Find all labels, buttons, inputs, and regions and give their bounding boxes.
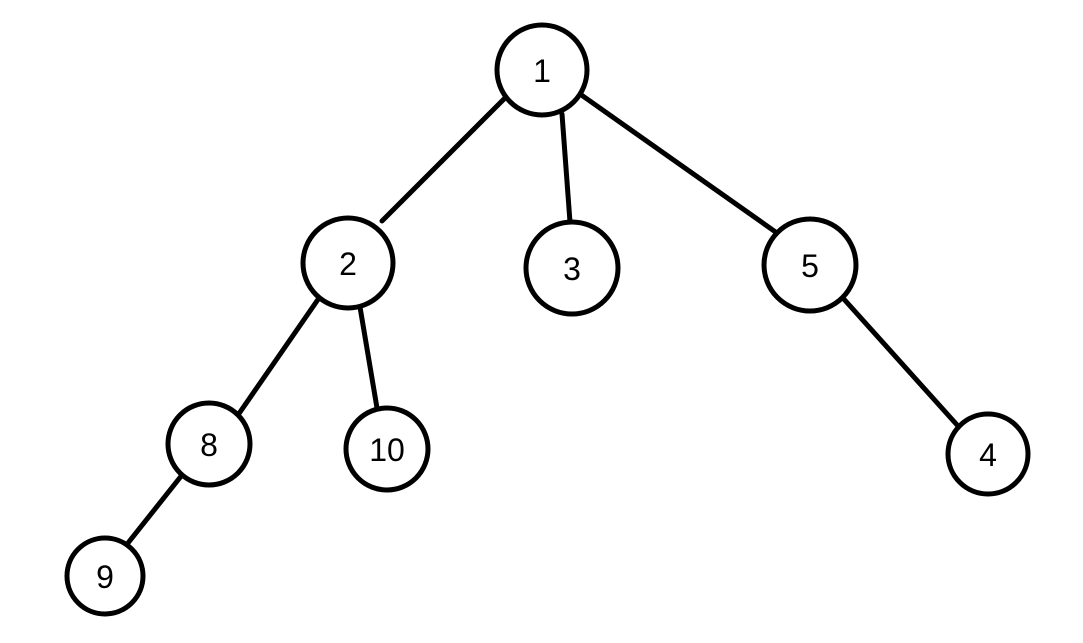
tree-node-8[interactable]: 8 [165, 400, 253, 488]
tree-node-circle-8[interactable] [165, 400, 253, 488]
tree-node-2[interactable]: 2 [300, 215, 396, 311]
tree-node-circle-3[interactable] [523, 219, 621, 317]
tree-edge-1-2 [379, 94, 509, 224]
tree-node-label-10: 10 [369, 432, 405, 468]
tree-node-label-8: 8 [200, 427, 218, 463]
tree-node-5[interactable]: 5 [761, 216, 859, 314]
tree-node-label-5: 5 [801, 248, 819, 284]
tree-node-label-3: 3 [563, 251, 581, 287]
tree-node-circle-1[interactable] [494, 22, 590, 118]
tree-node-circle-5[interactable] [761, 216, 859, 314]
tree-node-circle-4[interactable] [945, 411, 1031, 497]
tree-edge-5-4 [839, 294, 961, 429]
tree-edge-2-8 [235, 295, 322, 418]
node-layer: 1 2 3 5 8 10 4 9 [64, 22, 1031, 617]
tree-node-circle-10[interactable] [343, 405, 431, 493]
tree-edge-8-9 [125, 472, 185, 546]
tree-node-9[interactable]: 9 [64, 535, 146, 617]
tree-edge-2-10 [357, 304, 380, 411]
tree-node-1[interactable]: 1 [494, 22, 590, 118]
tree-node-3[interactable]: 3 [523, 219, 621, 317]
tree-node-circle-2[interactable] [300, 215, 396, 311]
tree-edge-1-3 [559, 111, 573, 225]
tree-node-label-9: 9 [96, 559, 114, 595]
tree-node-label-4: 4 [979, 437, 997, 473]
tree-node-circle-9[interactable] [64, 535, 146, 617]
tree-node-4[interactable]: 4 [945, 411, 1031, 497]
tree-edge-1-5 [577, 91, 780, 236]
edge-layer [125, 91, 961, 546]
tree-node-label-2: 2 [339, 246, 357, 282]
tree-node-10[interactable]: 10 [343, 405, 431, 493]
tree-node-label-1: 1 [533, 53, 551, 89]
